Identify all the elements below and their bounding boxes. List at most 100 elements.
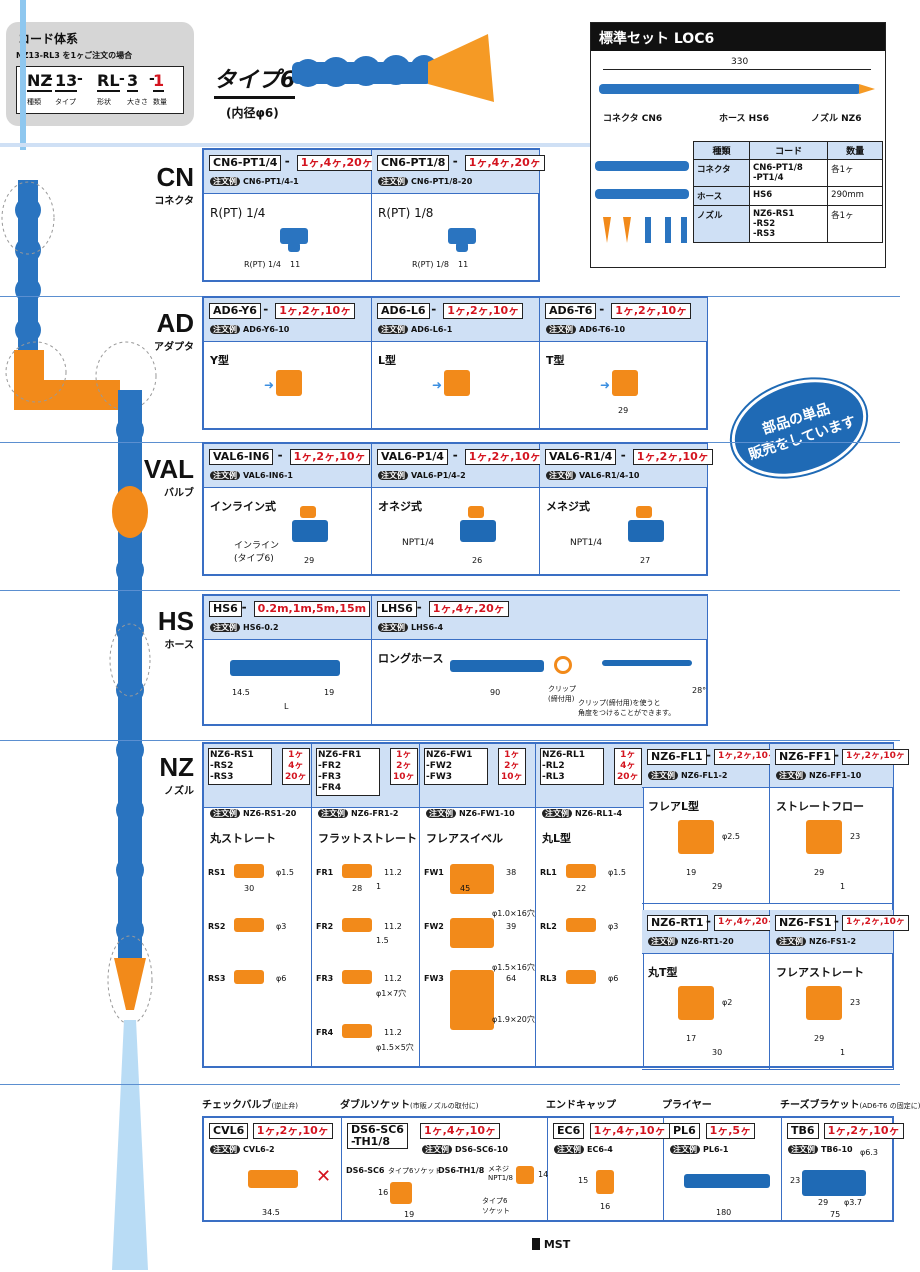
order-example-value: VAL6-P1/4-2 xyxy=(411,471,466,480)
code-dash: - xyxy=(706,748,711,762)
dim-width: 16 xyxy=(600,1202,611,1211)
end-cap-image xyxy=(596,1170,614,1194)
dim-height: 15 xyxy=(578,1176,589,1185)
dim-length: 180 xyxy=(716,1208,732,1217)
product-name: オネジ式 xyxy=(378,500,422,513)
nozzle-image xyxy=(342,970,372,984)
check-valve-image xyxy=(248,1170,298,1188)
code-part-value: 13 xyxy=(55,71,78,92)
set-table-cell: コネクタ xyxy=(693,159,750,187)
product-code: NZ6-RT1 xyxy=(647,915,708,931)
nozzle-width: 29 xyxy=(814,1034,825,1043)
product-code: NZ6-FF1 xyxy=(775,749,836,765)
set-length-line xyxy=(603,69,871,70)
set-table-cell: NZ6-RS1 -RS2 -RS3 xyxy=(748,205,829,243)
order-example-value: HS6-0.2 xyxy=(243,623,279,632)
nozzle-image xyxy=(234,864,264,878)
product-codes: NZ6-FW1 -FW2 -FW3 xyxy=(424,748,488,785)
order-example-value: AD6-T6-10 xyxy=(579,325,626,334)
valve-handle xyxy=(636,506,652,518)
code-dash: - xyxy=(620,448,626,462)
quantity-options: 1ヶ,2ヶ,10ヶ xyxy=(464,449,545,465)
order-example-label: 注文例 xyxy=(554,1145,584,1154)
order-example-label: 注文例 xyxy=(378,325,408,334)
order-example-value: LHS6-4 xyxy=(411,623,444,632)
order-example-value: CN6-PT1/8-20 xyxy=(411,177,473,186)
code-part-label: 形状 xyxy=(97,98,111,106)
nozzle-dim: φ3 xyxy=(608,922,619,931)
order-example-value: VAL6-IN6-1 xyxy=(243,471,293,480)
nozzle-width: 19 xyxy=(686,868,697,877)
valve-body xyxy=(292,520,328,542)
code-dash: - xyxy=(452,448,458,462)
product-code: AD6-T6 xyxy=(545,303,597,319)
set-table-cell: 各1ヶ xyxy=(827,205,883,243)
nozzle-dim: 11.2 xyxy=(384,974,402,983)
order-example-label: 注文例 xyxy=(378,623,408,632)
nozzle-width: 17 xyxy=(686,1034,697,1043)
nozzle-dim: 11.2 xyxy=(384,922,402,931)
nozzle-image xyxy=(566,864,596,878)
type-title: タイプ6 xyxy=(214,62,296,99)
order-example-label: 注文例 xyxy=(426,809,456,818)
code-part-dash: - xyxy=(119,71,125,87)
order-example-value: TB6-10 xyxy=(821,1145,853,1154)
bracket-dim: φ3.7 xyxy=(844,1198,862,1207)
flow-arrow-icon: ➜ xyxy=(264,378,275,392)
adapter-image xyxy=(612,370,638,396)
code-part-label: 大きさ xyxy=(127,98,148,106)
order-example-label: 注文例 xyxy=(210,177,240,186)
section-cn-code: CN xyxy=(156,162,194,192)
code-part-value: 1 xyxy=(153,71,165,92)
quantity-options: 1ヶ,2ヶ,10ヶ xyxy=(842,915,909,931)
code-part-value: 3 xyxy=(127,71,139,92)
set-table-cell: 290mm xyxy=(827,186,883,206)
dim-thread: R(PT) 1/4 xyxy=(244,260,281,269)
code-dash: - xyxy=(599,302,605,316)
product-code: LHS6 xyxy=(377,601,417,617)
mst-logo: MST xyxy=(532,1238,570,1251)
order-example-value: CN6-PT1/4-1 xyxy=(243,177,299,186)
nozzle-dim: 64 xyxy=(506,974,517,983)
dim-width: 29 xyxy=(618,406,629,415)
product-code: DS6-SC6 -TH1/8 xyxy=(347,1123,408,1149)
nozzle-thickness: 1.5 xyxy=(376,936,389,945)
hero-hose-illustration xyxy=(292,34,494,102)
order-example-value: AD6-Y6-10 xyxy=(243,325,290,334)
quantity-options: 1ヶ,2ヶ,10ヶ xyxy=(823,1123,904,1139)
hose-dim: L xyxy=(284,702,289,711)
adapter-image xyxy=(276,370,302,396)
accessory-title-note: (市販ノズルの取付に) xyxy=(410,1102,479,1110)
section-val-code: VAL xyxy=(143,454,194,484)
product-name: インライン式 xyxy=(210,500,276,513)
code-dash: - xyxy=(241,600,247,614)
order-example-label: 注文例 xyxy=(648,937,678,946)
set-table-head-cell: 種類 xyxy=(693,141,750,160)
dim-length: 90 xyxy=(490,688,501,697)
order-example-label: 注文例 xyxy=(546,325,576,334)
bracket-dim: 29 xyxy=(818,1198,829,1207)
nozzle-image xyxy=(678,986,714,1020)
product-name: メネジ式 xyxy=(546,500,590,513)
